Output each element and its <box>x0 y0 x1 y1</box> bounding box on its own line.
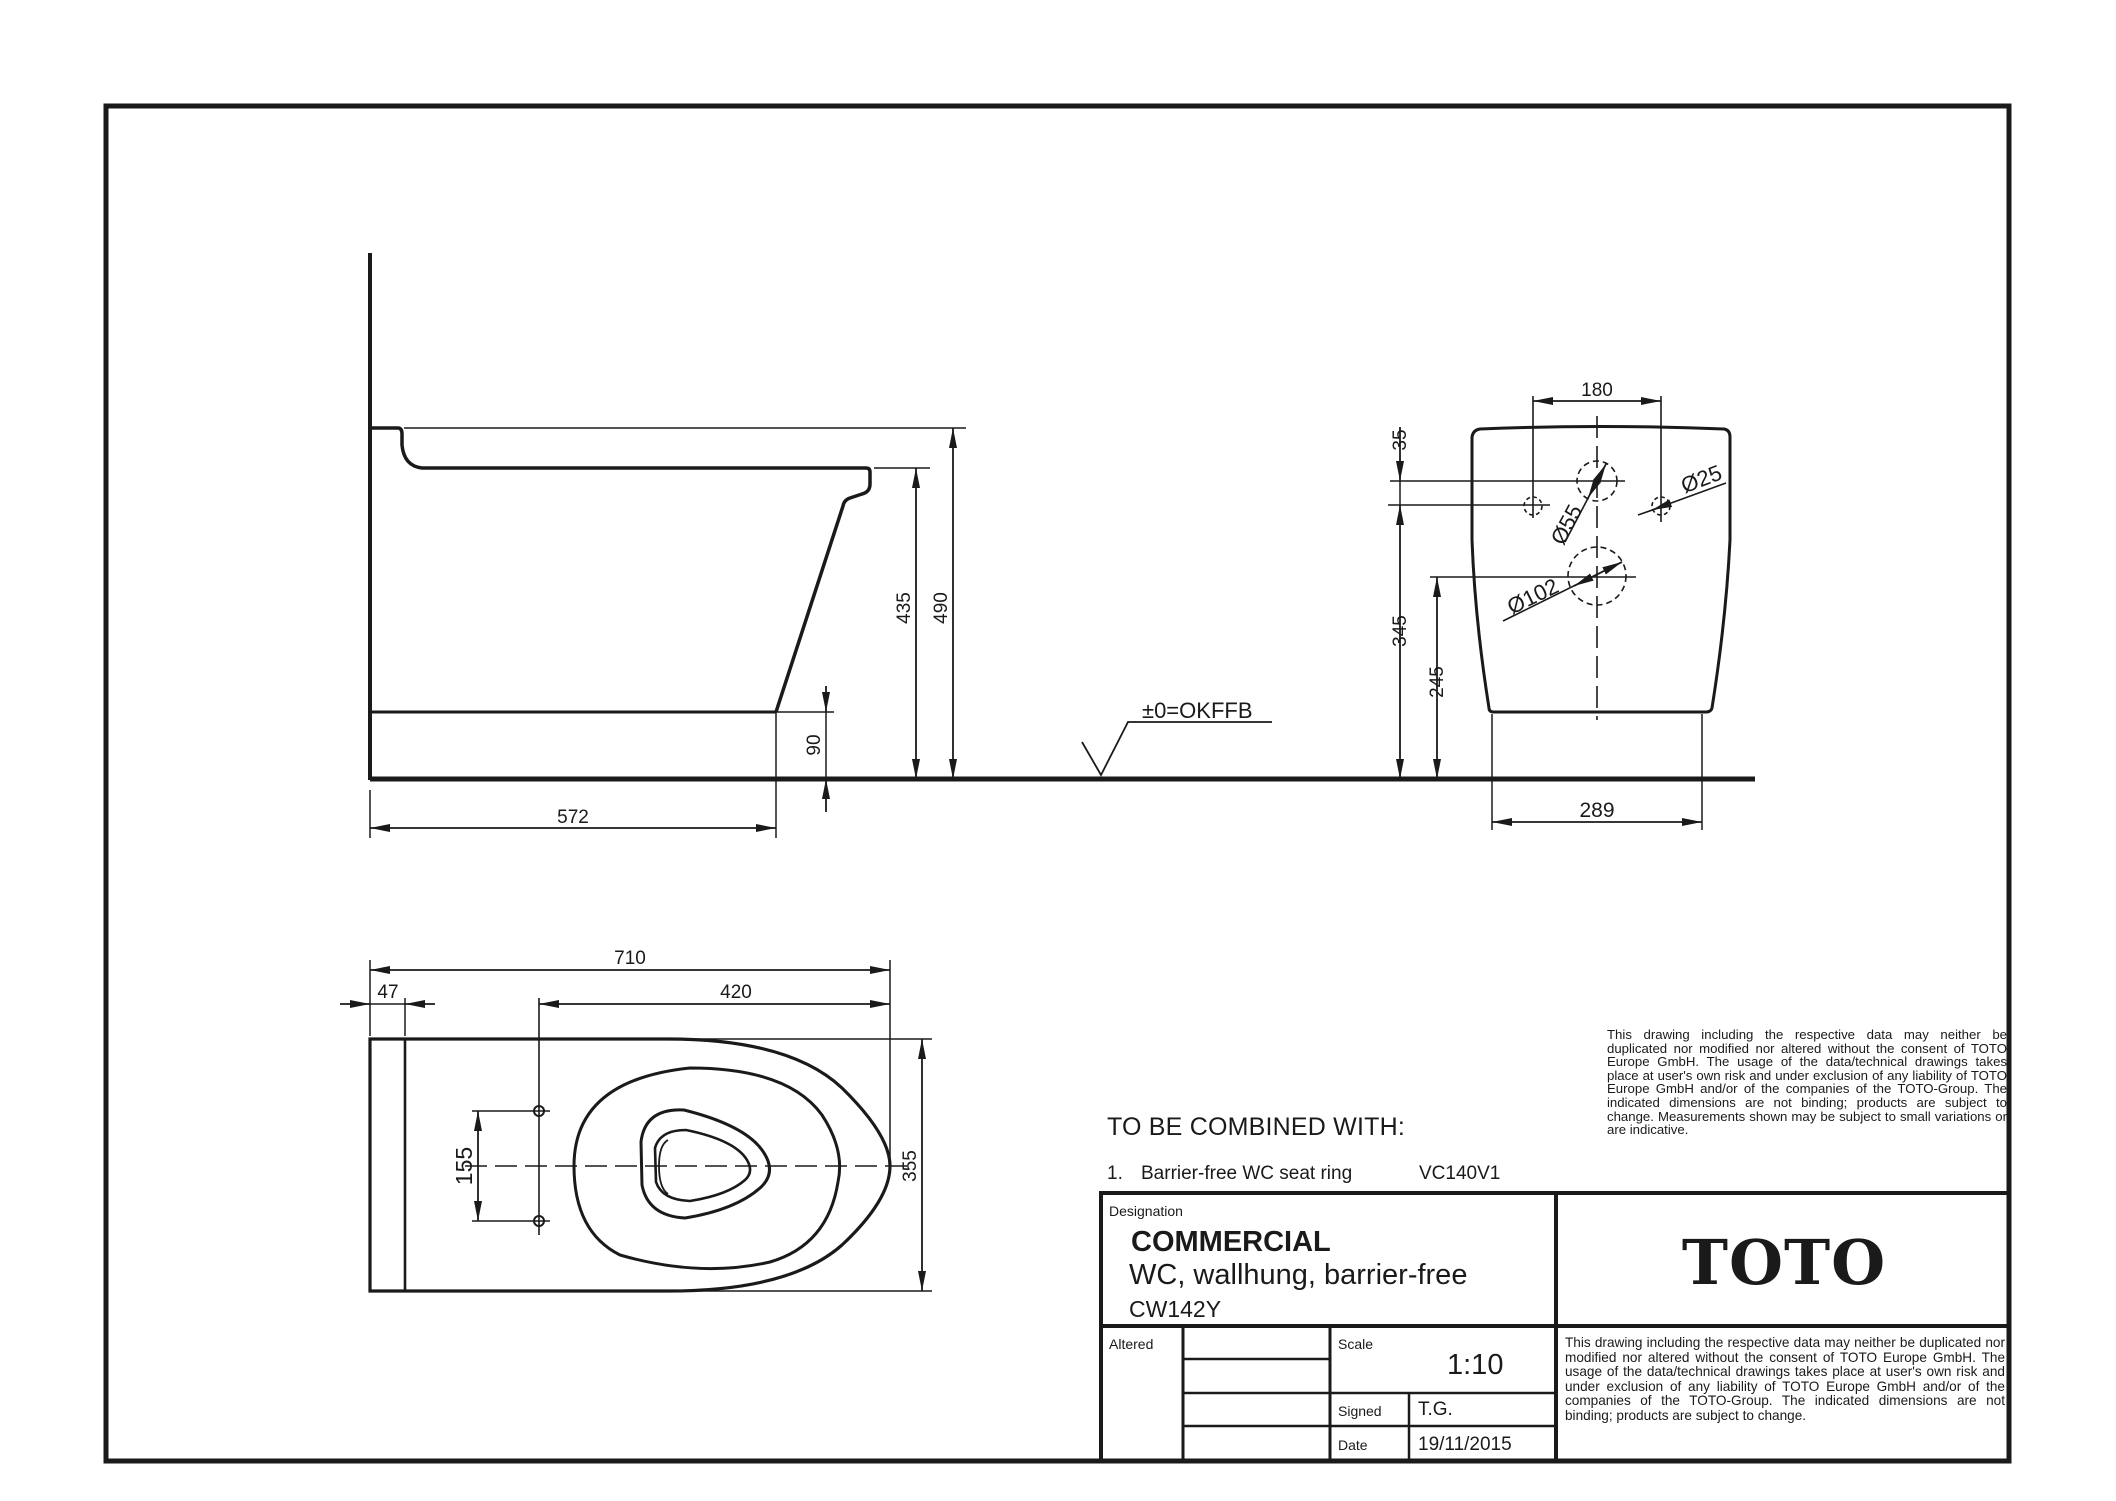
title-block <box>1099 1191 2011 1463</box>
disclaimer-top: This drawing including the respective da… <box>1607 1027 2007 1138</box>
combined-with-title: TO BE COMBINED WITH: <box>1107 1113 1405 1141</box>
signed-value: T.G. <box>1418 1399 1453 1420</box>
side-view-labels: 572 435 490 90 ±0=OKFFB <box>557 592 1252 828</box>
designation-title: COMMERCIAL <box>1131 1226 1331 1258</box>
dim-355: 355 <box>900 1150 921 1182</box>
combined-item-code: VC140V1 <box>1419 1163 1501 1184</box>
dim-289: 289 <box>1579 799 1614 822</box>
rear-view <box>1388 396 1732 830</box>
dim-180: 180 <box>1581 380 1613 401</box>
disclaimer-bottom: This drawing including the respective da… <box>1565 1335 2005 1423</box>
top-view-labels: 710 47 420 155 355 <box>377 948 921 1185</box>
dim-420: 420 <box>720 982 752 1003</box>
dim-90: 90 <box>804 734 825 755</box>
dim-outlet-diameter: Ø102 <box>1503 573 1562 619</box>
dim-490: 490 <box>931 592 952 624</box>
designation-label: Designation <box>1109 1203 1183 1219</box>
date-label: Date <box>1338 1437 1368 1453</box>
dim-245: 245 <box>1427 666 1448 698</box>
dim-435: 435 <box>894 592 915 624</box>
top-view <box>340 960 932 1293</box>
dim-572: 572 <box>557 807 589 828</box>
dim-35: 35 <box>1390 429 1411 450</box>
combined-item-number: 1. <box>1107 1163 1123 1184</box>
designation-subtitle: WC, wallhung, barrier-free <box>1129 1259 1468 1291</box>
dim-inlet-diameter: Ø55 <box>1546 500 1588 548</box>
toto-logo: TOTO <box>1681 1226 1887 1299</box>
scale-value: 1:10 <box>1447 1349 1504 1381</box>
signed-label: Signed <box>1338 1403 1382 1419</box>
rear-view-labels: 180 35 345 245 289 Ø55 Ø102 Ø25 <box>1390 380 1725 822</box>
side-view <box>368 253 1755 838</box>
floor-reference-label: ±0=OKFFB <box>1142 698 1253 723</box>
dim-155: 155 <box>451 1147 477 1185</box>
sheet-border <box>103 103 2012 1464</box>
dim-47: 47 <box>377 982 398 1003</box>
scale-label: Scale <box>1338 1336 1374 1352</box>
product-code: CW142Y <box>1129 1296 1222 1322</box>
combined-item-name: Barrier-free WC seat ring <box>1141 1163 1353 1184</box>
date-value: 19/11/2015 <box>1418 1434 1512 1455</box>
dim-345: 345 <box>1390 615 1411 647</box>
altered-label: Altered <box>1109 1336 1154 1352</box>
combined-item: 1. Barrier-free WC seat ring VC140V1 <box>1107 1163 1500 1185</box>
dim-710: 710 <box>614 948 646 969</box>
dim-fixing-diameter: Ø25 <box>1677 460 1725 498</box>
